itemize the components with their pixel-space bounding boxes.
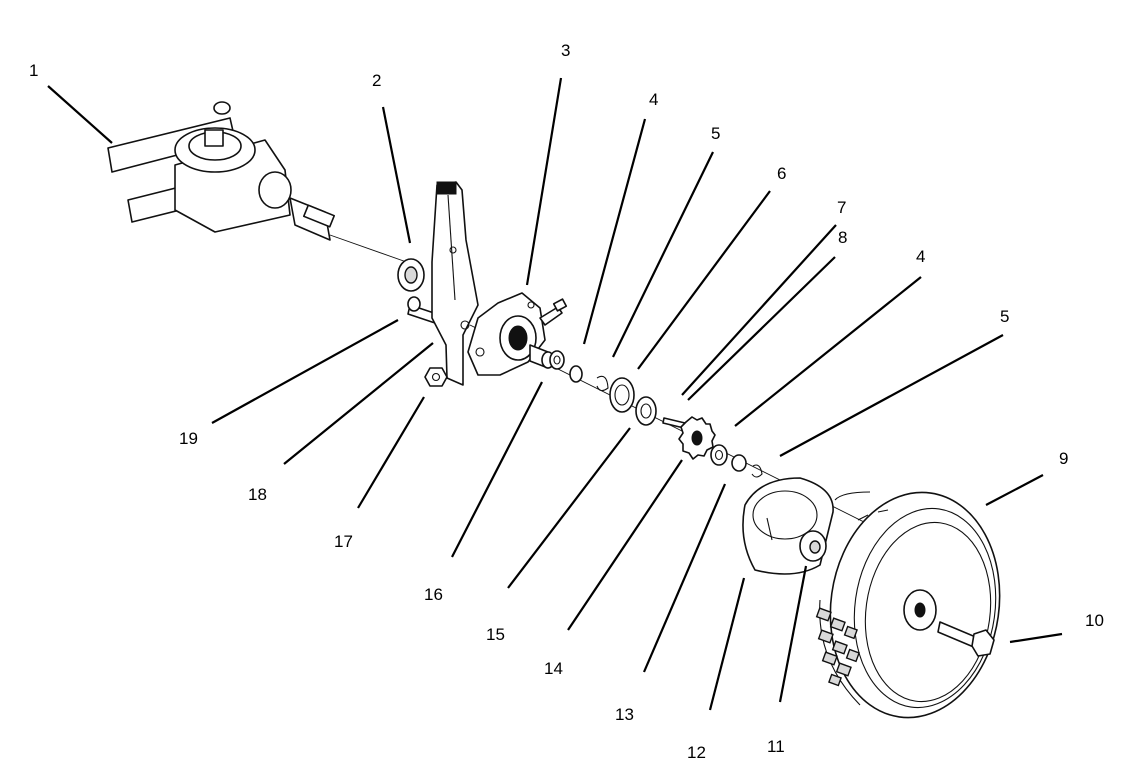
leader-5b [779,334,1004,457]
wheel-tread-pattern [815,607,860,687]
callout-1: 1 [29,61,38,80]
leader-2 [381,106,412,244]
callout-labels: 1 2 3 4 5 6 7 8 4 5 9 10 11 12 13 14 15 … [29,41,1104,762]
leader-15 [507,427,631,589]
leader-lines [47,77,1063,711]
callout-2: 2 [372,71,381,90]
callout-5-second: 5 [1000,307,1009,326]
part-clip-6 [596,375,609,392]
callout-5: 5 [711,124,720,143]
part-washer-2 [397,258,425,292]
callout-4-second: 4 [916,247,925,266]
leader-9 [985,474,1044,506]
part-bearing-15 [635,396,657,426]
callout-6: 6 [777,164,786,183]
part-pinion-gear-14 [678,416,716,460]
callout-14: 14 [544,659,563,678]
callout-7: 7 [837,198,846,217]
leader-17 [357,396,425,509]
part-spacer-13 [731,454,747,472]
callout-3: 3 [561,41,570,60]
leader-1 [47,85,113,144]
leader-4b [734,276,922,427]
callout-12: 12 [687,743,706,762]
part-ering-5 [569,365,583,383]
part-height-lever-18 [431,181,479,386]
leader-19 [211,319,399,424]
leader-6 [637,190,771,370]
callout-8: 8 [838,228,847,247]
callout-19: 19 [179,429,198,448]
leader-8 [687,256,836,401]
leader-16 [451,381,543,558]
part-washer-6 [609,377,635,413]
leader-3 [525,77,563,286]
leader-11 [778,565,808,703]
part-washer-4 [549,350,565,370]
callout-18: 18 [248,485,267,504]
leader-12 [708,577,746,711]
part-drive-transmission [107,101,336,241]
leader-5a [612,151,714,358]
callout-16: 16 [424,585,443,604]
leader-4a [582,118,647,345]
leader-10 [1009,632,1063,644]
part-bracket-3 [467,292,568,376]
part-hub-washer-11 [799,530,827,562]
callout-17: 17 [334,532,353,551]
part-nut-17 [424,367,448,387]
part-axle-bolt-10 [937,621,995,657]
callout-9: 9 [1059,449,1068,468]
leader-7 [681,224,837,396]
part-wheel-9 [815,491,1001,719]
leader-14 [567,459,683,631]
leader-13 [642,483,727,673]
callout-10: 10 [1085,611,1104,630]
part-ering-5b [751,464,763,478]
part-washer-4b [710,444,728,466]
callout-13: 13 [615,705,634,724]
callout-11: 11 [767,737,785,756]
leader-18 [283,342,434,465]
callout-4: 4 [649,90,658,109]
callout-15: 15 [486,625,505,644]
